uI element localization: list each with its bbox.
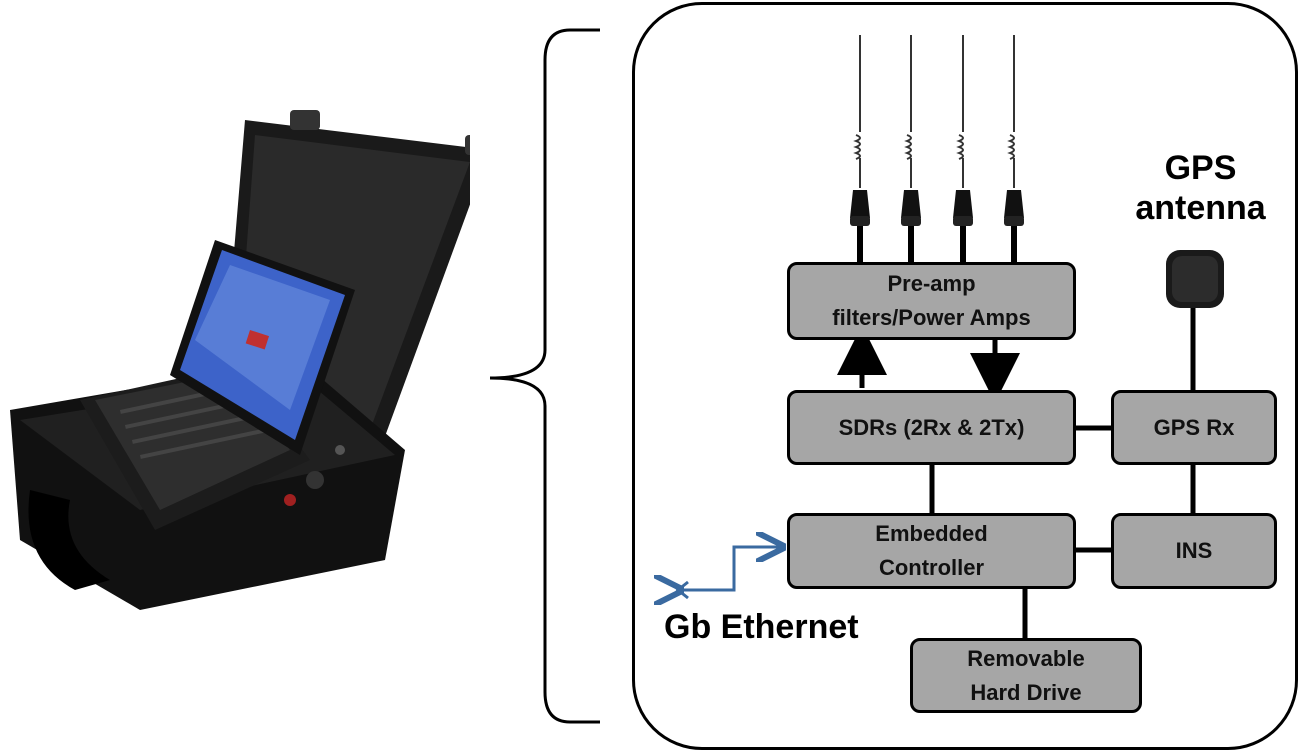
ins-block: INS <box>1111 513 1277 589</box>
hard-drive-block: Removable Hard Drive <box>910 638 1142 713</box>
system-photo <box>10 110 470 610</box>
antenna-4 <box>1004 35 1024 264</box>
gps-puck-antenna <box>1166 250 1224 392</box>
antenna-3 <box>953 35 973 264</box>
antenna-2 <box>901 35 921 264</box>
brace <box>489 28 600 724</box>
whip-antenna-group <box>850 35 1024 264</box>
preamp-block: Pre-amp filters/Power Amps <box>787 262 1076 340</box>
sdrs-block: SDRs (2Rx & 2Tx) <box>787 390 1076 465</box>
gps-rx-block: GPS Rx <box>1111 390 1277 465</box>
gb-ethernet-label: Gb Ethernet <box>664 608 859 646</box>
block-diagram-panel <box>632 2 1298 750</box>
ethernet-arrow <box>678 547 780 590</box>
embedded-controller-block: Embedded Controller <box>787 513 1076 589</box>
gps-antenna-label: GPS antenna <box>1135 149 1266 227</box>
antenna-1 <box>850 35 870 264</box>
